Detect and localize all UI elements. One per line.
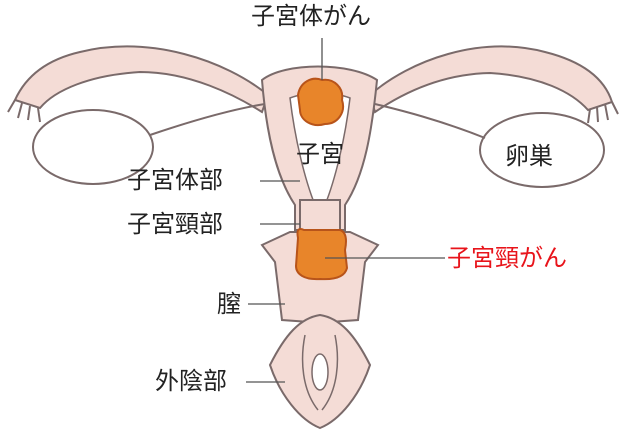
left-fallopian-tube xyxy=(15,47,268,112)
label-cervix: 子宮頸部 xyxy=(127,210,223,238)
label-endometrial-cancer: 子宮体がん xyxy=(251,2,371,30)
label-uterus: 子宮 xyxy=(296,140,344,168)
right-fallopian-tube xyxy=(370,47,612,112)
label-ovary: 卵巣 xyxy=(505,142,553,170)
label-vagina: 膣 xyxy=(217,290,241,318)
cervical-tumor xyxy=(296,229,347,279)
label-cervical-cancer: 子宮頸がん xyxy=(447,244,567,272)
label-vulva: 外陰部 xyxy=(155,367,227,395)
endometrial-tumor xyxy=(298,79,343,125)
label-uterine-body: 子宮体部 xyxy=(127,166,223,194)
vaginal-opening xyxy=(312,354,328,390)
